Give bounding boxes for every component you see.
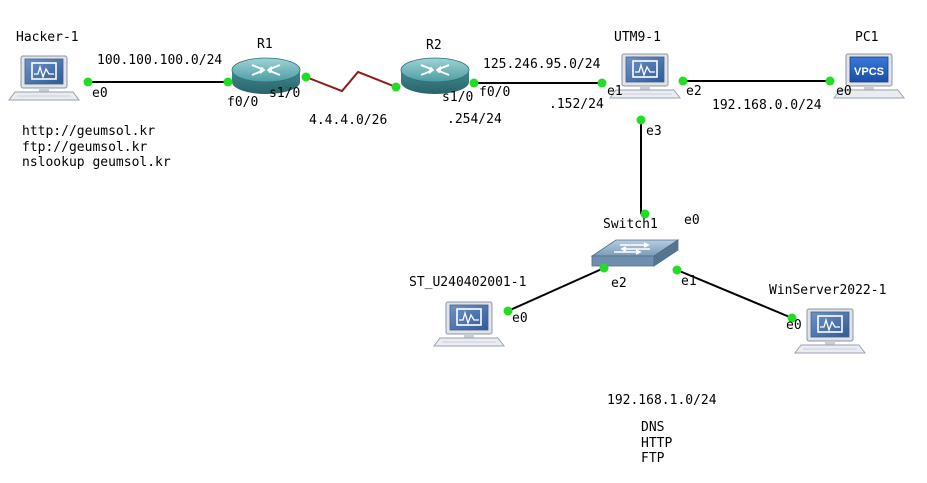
service-item: DNS [641, 420, 665, 435]
net-lan-label: 192.168.1.0/24 [607, 393, 717, 408]
r2-router-icon [400, 57, 470, 95]
dot-r2-s10 [391, 82, 401, 92]
net-utm-pc-label: 192.168.0.0/24 [712, 98, 822, 113]
winserver2022-1-node[interactable] [794, 308, 866, 354]
st-u240402001-1-label: ST_U240402001-1 [409, 275, 527, 290]
dot-hacker-e0 [83, 77, 93, 87]
iface-utm-e3: e3 [646, 124, 662, 139]
hacker-1-node[interactable] [8, 55, 80, 101]
switch1-label: Switch1 [603, 217, 658, 232]
net-r1-r2-label: 4.4.4.0/26 [309, 113, 388, 128]
st-pc-icon [433, 301, 505, 347]
dot-r2-f00 [469, 78, 479, 88]
iface-hacker-e0: e0 [92, 86, 108, 101]
iface-win-e0: e0 [786, 318, 802, 333]
st-u240402001-1-node[interactable] [433, 301, 505, 347]
utm9-1-label: UTM9-1 [614, 30, 661, 45]
iface-r1-s10: s1/0 [269, 86, 301, 101]
r2-label: R2 [426, 38, 442, 53]
services-note: DNS HTTP FTP [641, 420, 672, 467]
net-utm-host-label: .152/24 [549, 97, 604, 112]
iface-sw-e1: e1 [681, 274, 697, 289]
dot-utm-e3 [636, 115, 646, 125]
iface-sw-e2: e2 [611, 276, 627, 291]
r2-node[interactable] [400, 57, 470, 95]
vpcs-screen-text: VPCS [854, 66, 884, 78]
links [88, 70, 830, 319]
iface-utm-e1: e1 [607, 84, 623, 99]
dot-pc1-e0 [825, 76, 835, 86]
link-status-dots [83, 72, 835, 323]
dot-sw-e2 [599, 263, 609, 273]
hacker-commands-note: http://geumsol.kr ftp://geumsol.kr nsloo… [22, 124, 171, 171]
dot-st-e0 [503, 306, 513, 316]
hacker-1-label: Hacker-1 [16, 30, 79, 45]
service-item: HTTP [641, 435, 673, 451]
iface-st-e0: e0 [512, 311, 528, 326]
dot-sw-e0 [640, 209, 650, 219]
service-item: FTP [641, 451, 665, 466]
iface-sw-e0: e0 [684, 213, 700, 228]
hacker-pc-icon [8, 55, 80, 101]
iface-r2-s10: s1/0 [442, 90, 474, 105]
hacker-command: nslookup geumsol.kr [22, 155, 171, 170]
link-r1-r2-serial[interactable] [305, 70, 397, 93]
winserver-pc-icon [794, 308, 866, 354]
net-hacker-r1-label: 100.100.100.0/24 [97, 53, 223, 68]
dot-win-e0 [787, 313, 797, 323]
dot-sw-e1 [672, 265, 682, 275]
pc1-node[interactable]: VPCS [833, 53, 905, 99]
iface-utm-e2: e2 [686, 84, 702, 99]
dot-utm-e1 [597, 78, 607, 88]
switch-arrows-icon [614, 242, 650, 255]
dot-utm-e2 [678, 76, 688, 86]
iface-r2-f00: f0/0 [479, 85, 511, 100]
hacker-command: ftp://geumsol.kr [22, 139, 148, 155]
hacker-command: http://geumsol.kr [22, 124, 156, 139]
dot-r1-f00 [223, 77, 233, 87]
dot-r1-s10 [301, 72, 311, 82]
net-r2-utm-label: 125.246.95.0/24 [483, 57, 601, 72]
link-switch-st[interactable] [507, 267, 605, 312]
iface-pc1-e0: e0 [836, 84, 852, 99]
switch1-node[interactable] [590, 239, 680, 267]
winserver2022-1-label: WinServer2022-1 [769, 283, 887, 298]
r1-label: R1 [257, 37, 273, 52]
iface-r1-f00: f0/0 [227, 95, 259, 110]
net-r2-host-label: .254/24 [447, 112, 502, 127]
pc1-label: PC1 [855, 30, 879, 45]
link-switch-win[interactable] [676, 269, 793, 319]
